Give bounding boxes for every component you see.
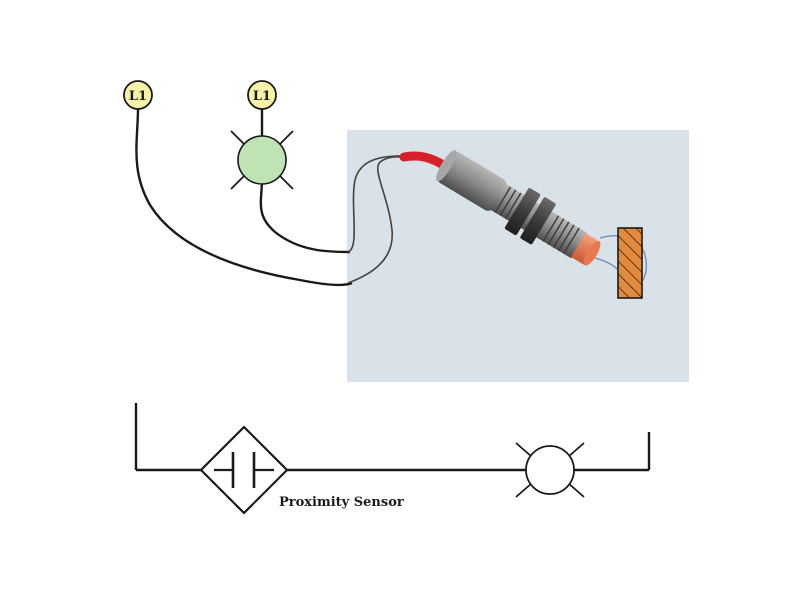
sensor-label: Proximity Sensor [279,495,404,510]
ladder-lamp-icon [515,442,585,498]
sensor-cable-lower [347,156,409,284]
terminal-right: L1 [247,80,277,110]
sensor-cable-upper [347,155,409,253]
proximity-sensor-symbol [199,425,289,515]
terminal-right-label: L1 [253,89,271,104]
ladder-rung [134,403,651,472]
metal-target-icon [617,227,643,299]
proximity-sensor-icon [436,150,601,266]
terminal-left: L1 [123,80,153,110]
terminal-left-label: L1 [129,89,147,104]
wire-from-lamp [259,179,351,254]
wire-from-left-terminal [135,107,353,287]
indicator-lamp-icon [230,130,294,190]
